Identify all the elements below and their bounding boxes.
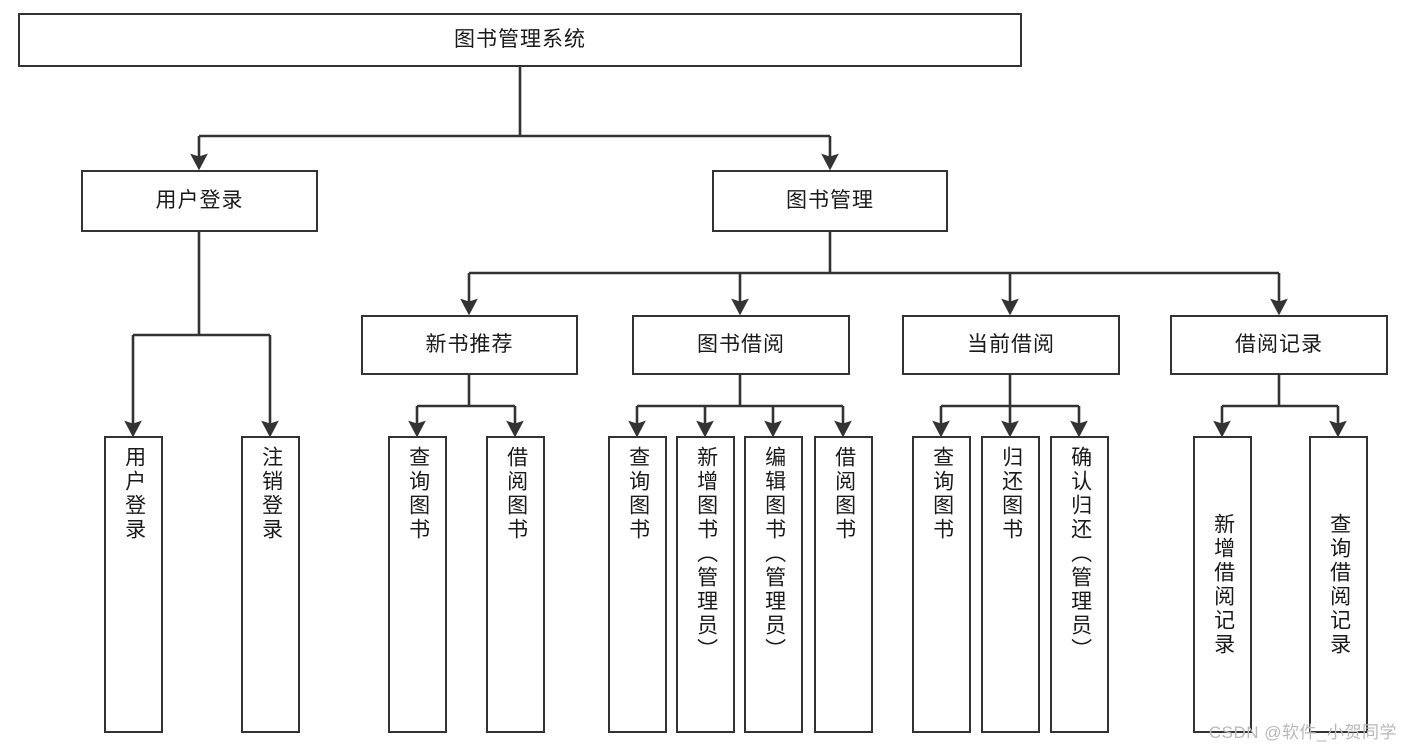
leaf-query-books-current[interactable]: 查询图书: [912, 436, 971, 733]
leaf-label: 新增借阅记录: [1211, 512, 1235, 657]
node-label: 用户登录: [155, 189, 244, 213]
leaf-label: 借阅图书: [504, 446, 528, 542]
leaf-label: 查询借阅记录: [1327, 512, 1351, 657]
leaf-label: 确认归还（管理员）: [1068, 446, 1092, 662]
leaf-label: 借阅图书: [832, 446, 856, 542]
leaf-borrow-books-borrowing[interactable]: 借阅图书: [814, 436, 873, 733]
leaf-label: 归还图书: [999, 446, 1023, 542]
node-book-management[interactable]: 图书管理: [712, 170, 948, 232]
leaf-query-books-borrowing[interactable]: 查询图书: [608, 436, 667, 733]
leaf-borrow-books-recommendation[interactable]: 借阅图书: [486, 436, 545, 733]
leaf-confirm-return-admin[interactable]: 确认归还（管理员）: [1050, 436, 1109, 733]
node-root-book-management-system[interactable]: 图书管理系统: [18, 13, 1022, 67]
node-label: 图书借阅: [697, 333, 785, 357]
leaf-label: 编辑图书（管理员）: [762, 446, 786, 662]
leaf-query-borrowing-record[interactable]: 查询借阅记录: [1309, 436, 1368, 733]
node-label: 图书管理: [786, 189, 874, 213]
node-user-login[interactable]: 用户登录: [81, 170, 318, 232]
leaf-user-login[interactable]: 用户登录: [104, 436, 163, 733]
leaf-add-book-admin[interactable]: 新增图书（管理员）: [676, 436, 735, 733]
leaf-label: 注销登录: [259, 446, 283, 542]
leaf-label: 查询图书: [406, 446, 430, 542]
csdn-watermark: CSDN @软件_小贺同学: [1208, 723, 1397, 742]
leaf-query-books-recommendation[interactable]: 查询图书: [388, 436, 447, 733]
node-label: 新书推荐: [425, 333, 514, 357]
leaf-label: 新增图书（管理员）: [694, 446, 718, 662]
node-book-borrowing[interactable]: 图书借阅: [632, 315, 850, 375]
leaf-label: 用户登录: [122, 446, 146, 542]
node-new-book-recommendation[interactable]: 新书推荐: [361, 315, 578, 375]
leaf-logout[interactable]: 注销登录: [241, 436, 300, 733]
node-label: 借阅记录: [1235, 333, 1323, 357]
leaf-edit-book-admin[interactable]: 编辑图书（管理员）: [744, 436, 803, 733]
leaf-label: 查询图书: [626, 446, 650, 542]
node-borrowing-records[interactable]: 借阅记录: [1170, 315, 1388, 375]
node-current-borrowing[interactable]: 当前借阅: [902, 315, 1120, 375]
node-label: 图书管理系统: [454, 28, 586, 52]
leaf-label: 查询图书: [930, 446, 954, 542]
leaf-add-borrowing-record[interactable]: 新增借阅记录: [1193, 436, 1252, 733]
leaf-return-books[interactable]: 归还图书: [981, 436, 1040, 733]
node-label: 当前借阅: [967, 333, 1055, 357]
